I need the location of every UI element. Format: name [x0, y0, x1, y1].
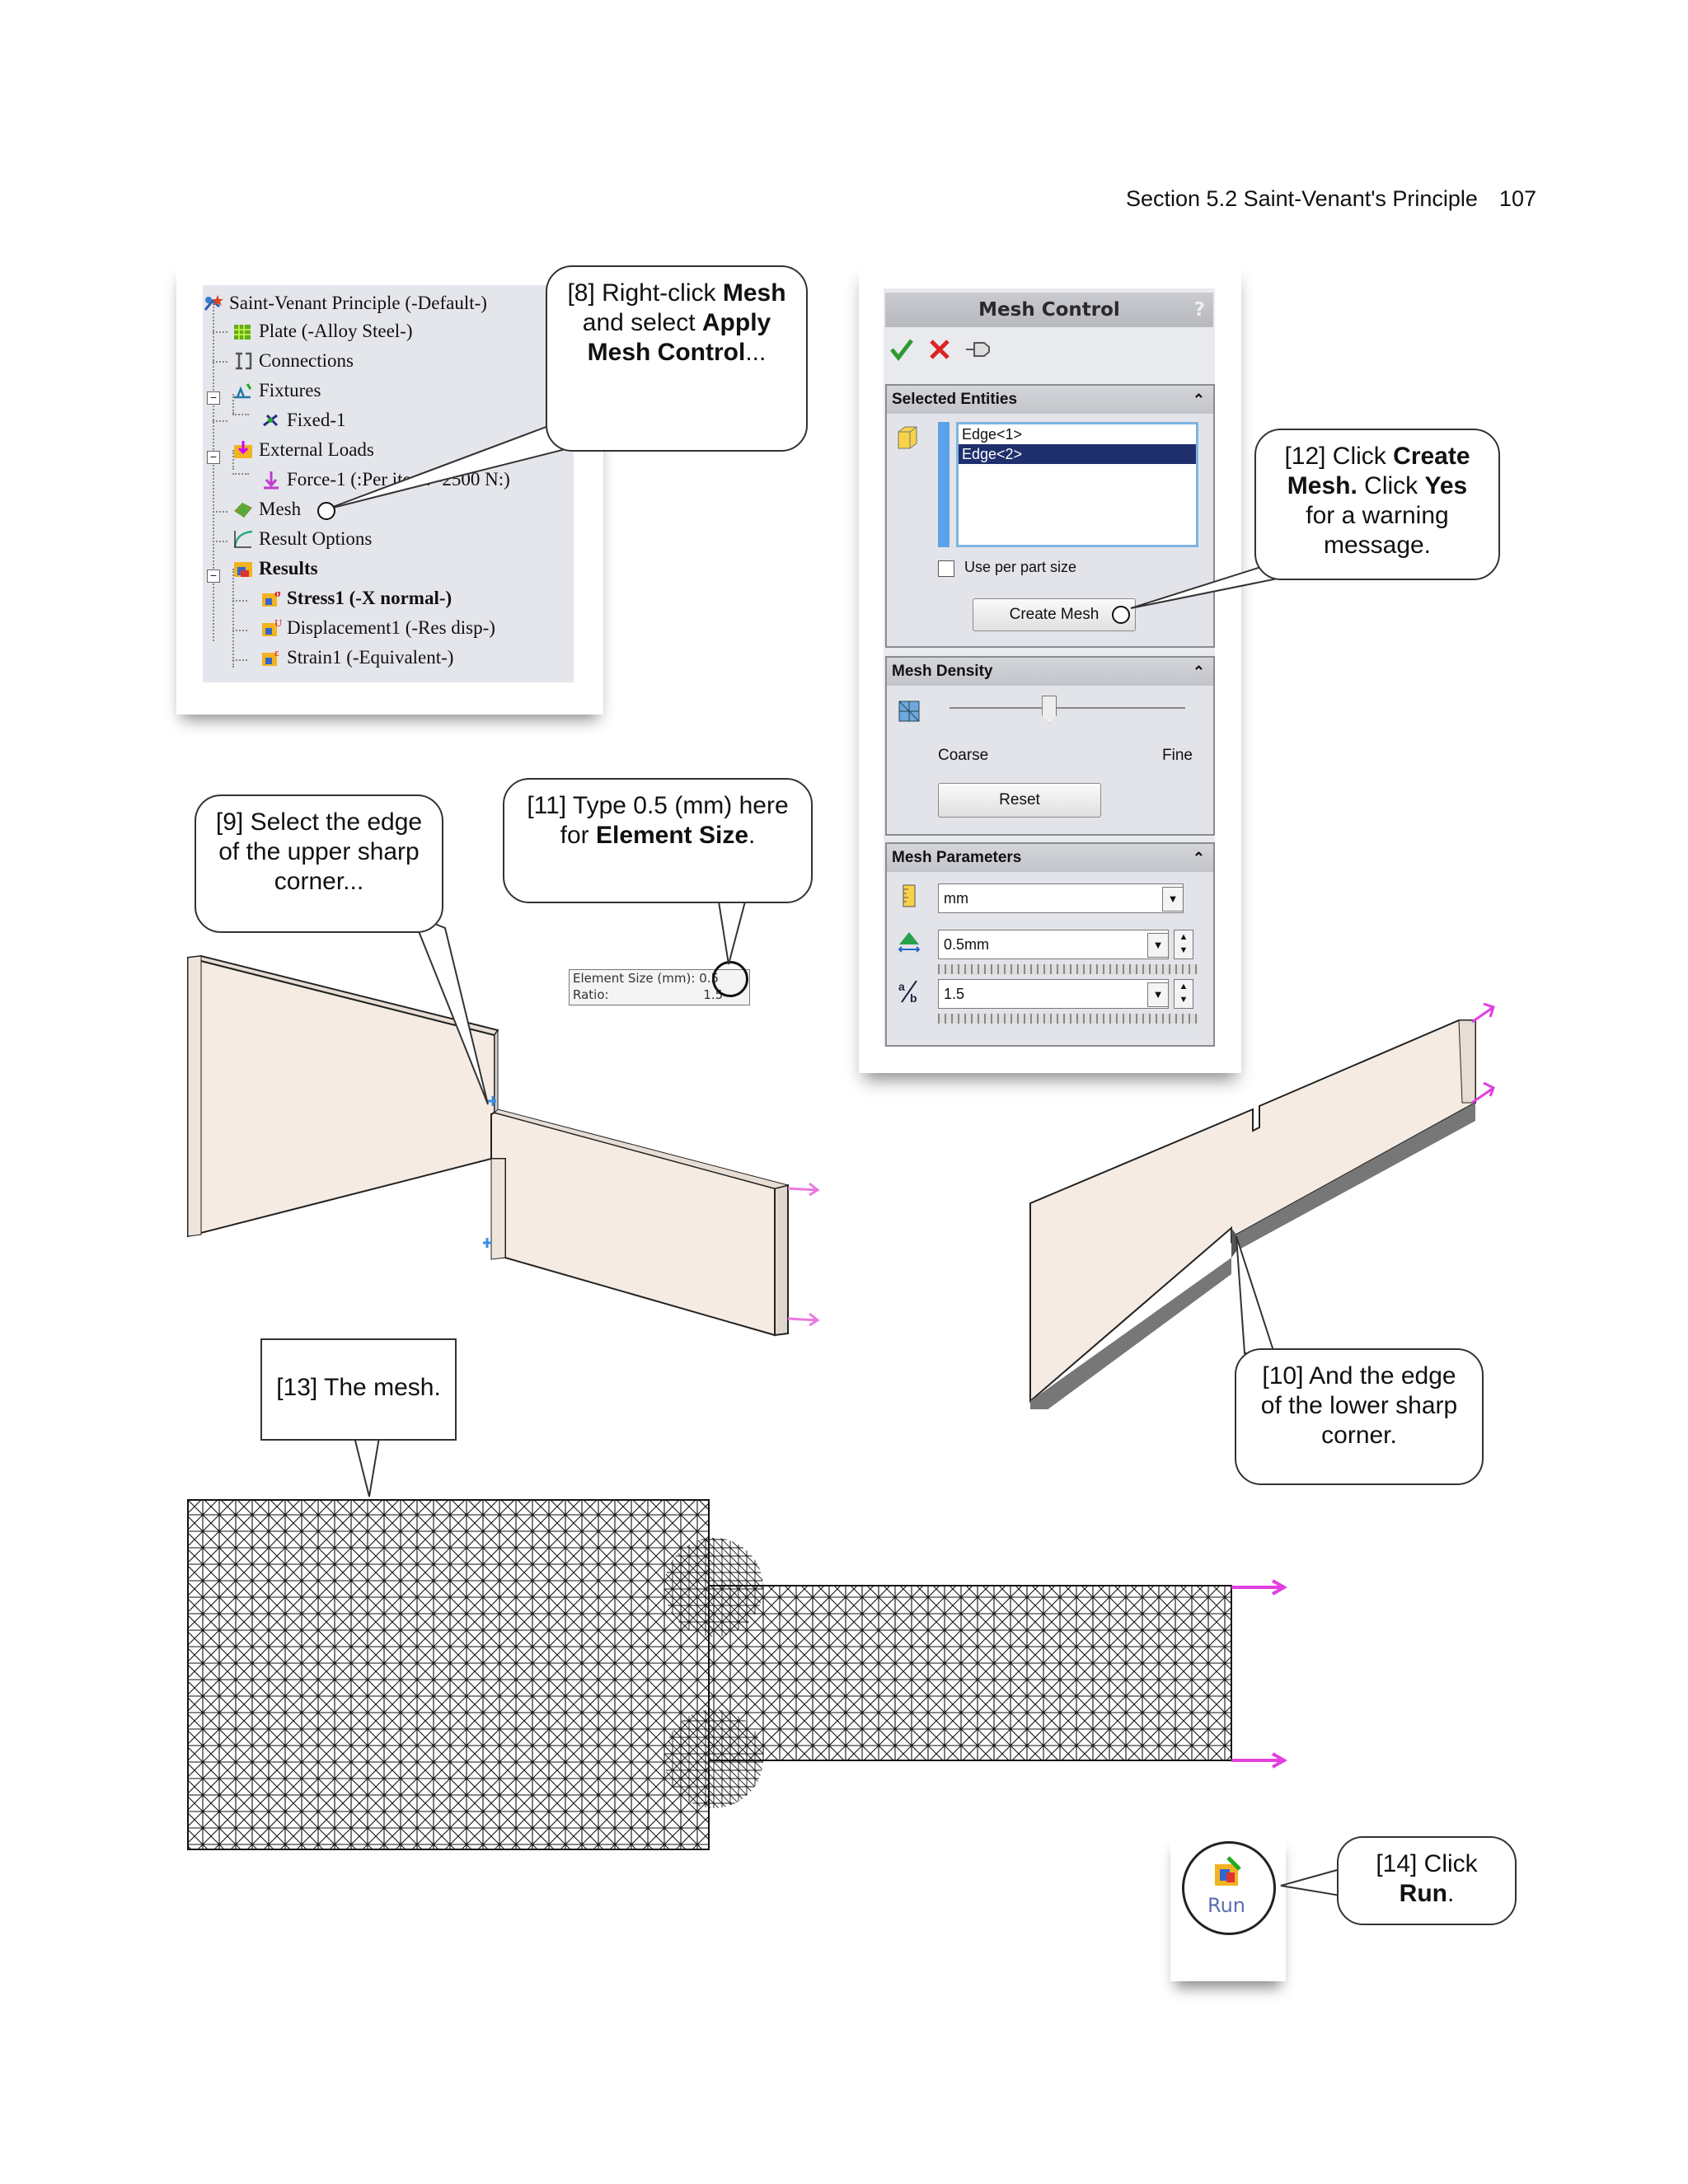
ok-check-icon[interactable] — [889, 336, 915, 363]
selected-entities-header[interactable]: Selected Entities⌃ — [887, 386, 1213, 414]
tree-item-connections[interactable]: Connections — [232, 348, 354, 374]
chevron-down-icon[interactable]: ▼ — [1147, 933, 1169, 958]
edge-selection-icon — [898, 426, 917, 449]
expand-results-toggle[interactable]: − — [207, 569, 220, 583]
callout-step-14: [14] Click Run. — [1337, 1836, 1517, 1925]
fine-label: Fine — [1162, 747, 1193, 764]
units-ruler-icon — [903, 884, 916, 907]
page-header: Section 5.2 Saint-Venant's Principle 107 — [1126, 186, 1536, 212]
help-icon[interactable]: ? — [1193, 299, 1205, 321]
ratio-input[interactable]: 1.5 — [938, 979, 1169, 1009]
collapse-chevron-icon[interactable]: ⌃ — [1192, 663, 1205, 680]
selected-entities-group: Selected Entities⌃ Edge<1> Edge<2> Use p… — [885, 384, 1215, 648]
mesh-icon — [234, 502, 252, 518]
list-item[interactable]: Edge<1> — [962, 426, 1023, 443]
tree-item-external-loads[interactable]: External Loads — [232, 437, 374, 463]
use-per-part-size-checkbox[interactable] — [938, 560, 954, 577]
mesh-density-header[interactable]: Mesh Density⌃ — [887, 658, 1213, 686]
study-tree: − − − Saint-Venant Principle (-Default-)… — [203, 285, 574, 682]
tree-item-displacement1[interactable]: U Displacement1 (-Res disp-) — [260, 615, 495, 641]
ratio-icon: ab — [898, 980, 917, 1004]
connections-icon — [236, 352, 252, 370]
external-loads-icon — [234, 441, 252, 458]
density-slider-track[interactable] — [950, 707, 1185, 709]
expand-loads-toggle[interactable]: − — [207, 451, 220, 464]
svg-text:U: U — [274, 618, 282, 629]
plate-model-iso — [187, 954, 820, 1337]
svg-text:b: b — [910, 991, 917, 1004]
tree-item-result-options[interactable]: Result Options — [232, 526, 372, 552]
ratio-thumbwheel[interactable] — [938, 1014, 1198, 1024]
fixed-geometry-icon — [263, 414, 279, 427]
mesh-parameters-header[interactable]: Mesh Parameters⌃ — [887, 844, 1213, 872]
mesh-control-title: Mesh Control ? — [885, 293, 1213, 327]
use-per-part-size-label: Use per part size — [964, 559, 1077, 575]
result-options-icon — [233, 530, 253, 548]
cancel-x-icon[interactable] — [928, 338, 951, 361]
plate-model-bottom-view — [1029, 1002, 1495, 1409]
pushpin-icon[interactable] — [964, 338, 994, 361]
displacement-plot-icon: U — [262, 618, 282, 636]
run-study-icon[interactable] — [1212, 1856, 1243, 1889]
selection-color-bar — [938, 422, 950, 547]
tree-item-mesh[interactable]: Mesh — [232, 496, 301, 523]
density-slider-thumb[interactable] — [1042, 696, 1057, 724]
callout-step-12: [12] Click Create Mesh. Click Yes for a … — [1254, 429, 1500, 580]
study-icon — [204, 295, 223, 311]
tree-item-plate[interactable]: Plate (-Alloy Steel-) — [232, 318, 413, 344]
ratio-spinner[interactable]: ▲▼ — [1174, 979, 1193, 1009]
run-label: Run — [1207, 1894, 1246, 1917]
create-mesh-button[interactable]: Create Mesh — [973, 598, 1136, 631]
expand-fixtures-toggle[interactable]: − — [207, 391, 220, 405]
mesh-figure — [187, 1499, 1288, 1850]
page-number: 107 — [1498, 186, 1536, 211]
force-arrow-icon — [264, 471, 279, 490]
element-size-input[interactable]: 0.5mm — [938, 930, 1169, 959]
fixtures-icon — [234, 383, 252, 399]
tree-item-fixed-1[interactable]: Fixed-1 — [260, 407, 346, 434]
run-button[interactable] — [1182, 1841, 1276, 1935]
svg-text:ε: ε — [274, 648, 279, 658]
element-size-icon — [898, 932, 921, 953]
svg-text:a: a — [898, 980, 905, 993]
list-item[interactable]: Edge<2> — [959, 444, 1196, 464]
tree-item-results[interactable]: Results — [232, 555, 318, 582]
mesh-density-icon — [898, 701, 920, 722]
collapse-chevron-icon[interactable]: ⌃ — [1192, 850, 1205, 866]
chevron-down-icon[interactable]: ▼ — [1147, 982, 1169, 1007]
collapse-chevron-icon[interactable]: ⌃ — [1192, 391, 1205, 408]
callout-pointer-circle — [712, 961, 748, 997]
tree-item-strain1[interactable]: ε Strain1 (-Equivalent-) — [260, 644, 453, 671]
tree-item-fixtures[interactable]: Fixtures — [232, 377, 321, 404]
strain-plot-icon: ε — [262, 648, 279, 666]
selected-entities-list[interactable]: Edge<1> Edge<2> — [956, 422, 1198, 547]
units-select[interactable]: mm — [938, 883, 1184, 913]
callout-step-11: [11] Type 0.5 (mm) here for Element Size… — [503, 778, 813, 903]
callout-step-13: [13] The mesh. — [260, 1338, 457, 1441]
element-size-spinner[interactable]: ▲▼ — [1174, 930, 1193, 959]
section-title: Section 5.2 Saint-Venant's Principle — [1126, 186, 1478, 211]
coarse-label: Coarse — [938, 747, 989, 764]
svg-text:σ: σ — [274, 588, 281, 599]
results-folder-icon — [234, 562, 252, 577]
part-icon — [234, 325, 251, 340]
reset-button[interactable]: Reset — [938, 783, 1101, 818]
stress-plot-icon: σ — [262, 588, 281, 607]
chevron-down-icon[interactable]: ▼ — [1162, 887, 1184, 912]
callout-step-10: [10] And the edge of the lower sharp cor… — [1235, 1348, 1484, 1485]
element-size-thumbwheel[interactable] — [938, 964, 1198, 974]
tree-item-study[interactable]: Saint-Venant Principle (-Default-) — [203, 290, 487, 316]
mesh-density-group: Mesh Density⌃ Coarse Fine Reset — [885, 656, 1215, 836]
callout-step-8: [8] Right-click Mesh and select Apply Me… — [546, 265, 808, 452]
callout-step-9: [9] Select the edge of the upper sharp c… — [195, 794, 443, 933]
tree-item-stress1[interactable]: σ Stress1 (-X normal-) — [260, 585, 452, 612]
